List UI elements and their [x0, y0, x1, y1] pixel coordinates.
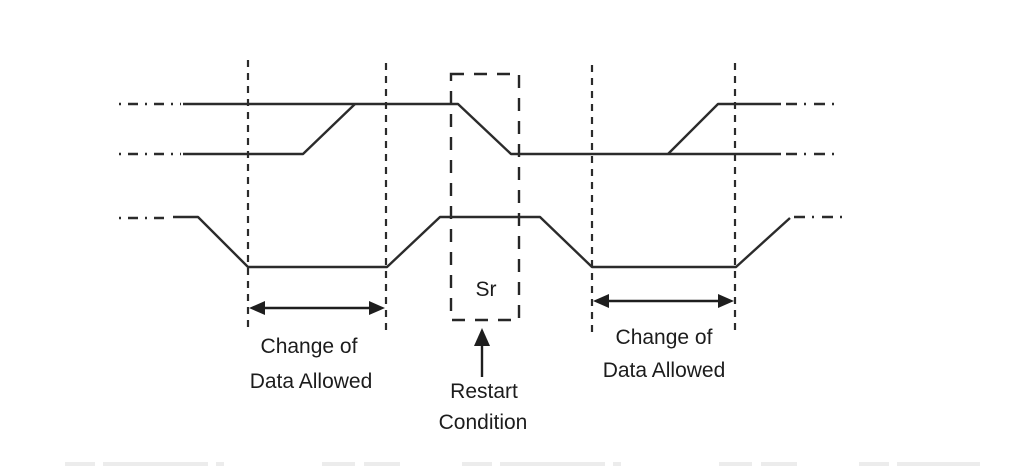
restart-label-line2: Condition [439, 411, 528, 434]
restart-condition-box [449, 72, 521, 322]
sr-label: Sr [476, 278, 497, 301]
clock-trace [173, 215, 791, 269]
window1-arrow-right-head-icon [369, 301, 385, 315]
window2-arrow-left-head-icon [593, 294, 609, 308]
clock-signal-waveform [119, 215, 842, 269]
window1-span-arrow [249, 301, 385, 315]
window2-span-arrow [593, 294, 734, 308]
restart-label-line1: Restart [450, 380, 518, 403]
window2-label-line2: Data Allowed [603, 359, 726, 382]
restart-arrow-up-head-icon [474, 328, 490, 346]
restart-pointer-arrow [474, 328, 490, 377]
window1-arrow-left-head-icon [249, 301, 265, 315]
window1-label-line1: Change of [261, 335, 358, 358]
window1-label-line2: Data Allowed [250, 370, 373, 393]
data-high-branch [183, 102, 781, 156]
data-signal-waveform [119, 102, 838, 156]
window2-label-line1: Change of [616, 326, 713, 349]
data-rise-after-sr [667, 102, 781, 155]
data-low-branch-rise [183, 103, 356, 156]
window-boundary-lines [246, 60, 737, 335]
window2-arrow-right-head-icon [718, 294, 734, 308]
